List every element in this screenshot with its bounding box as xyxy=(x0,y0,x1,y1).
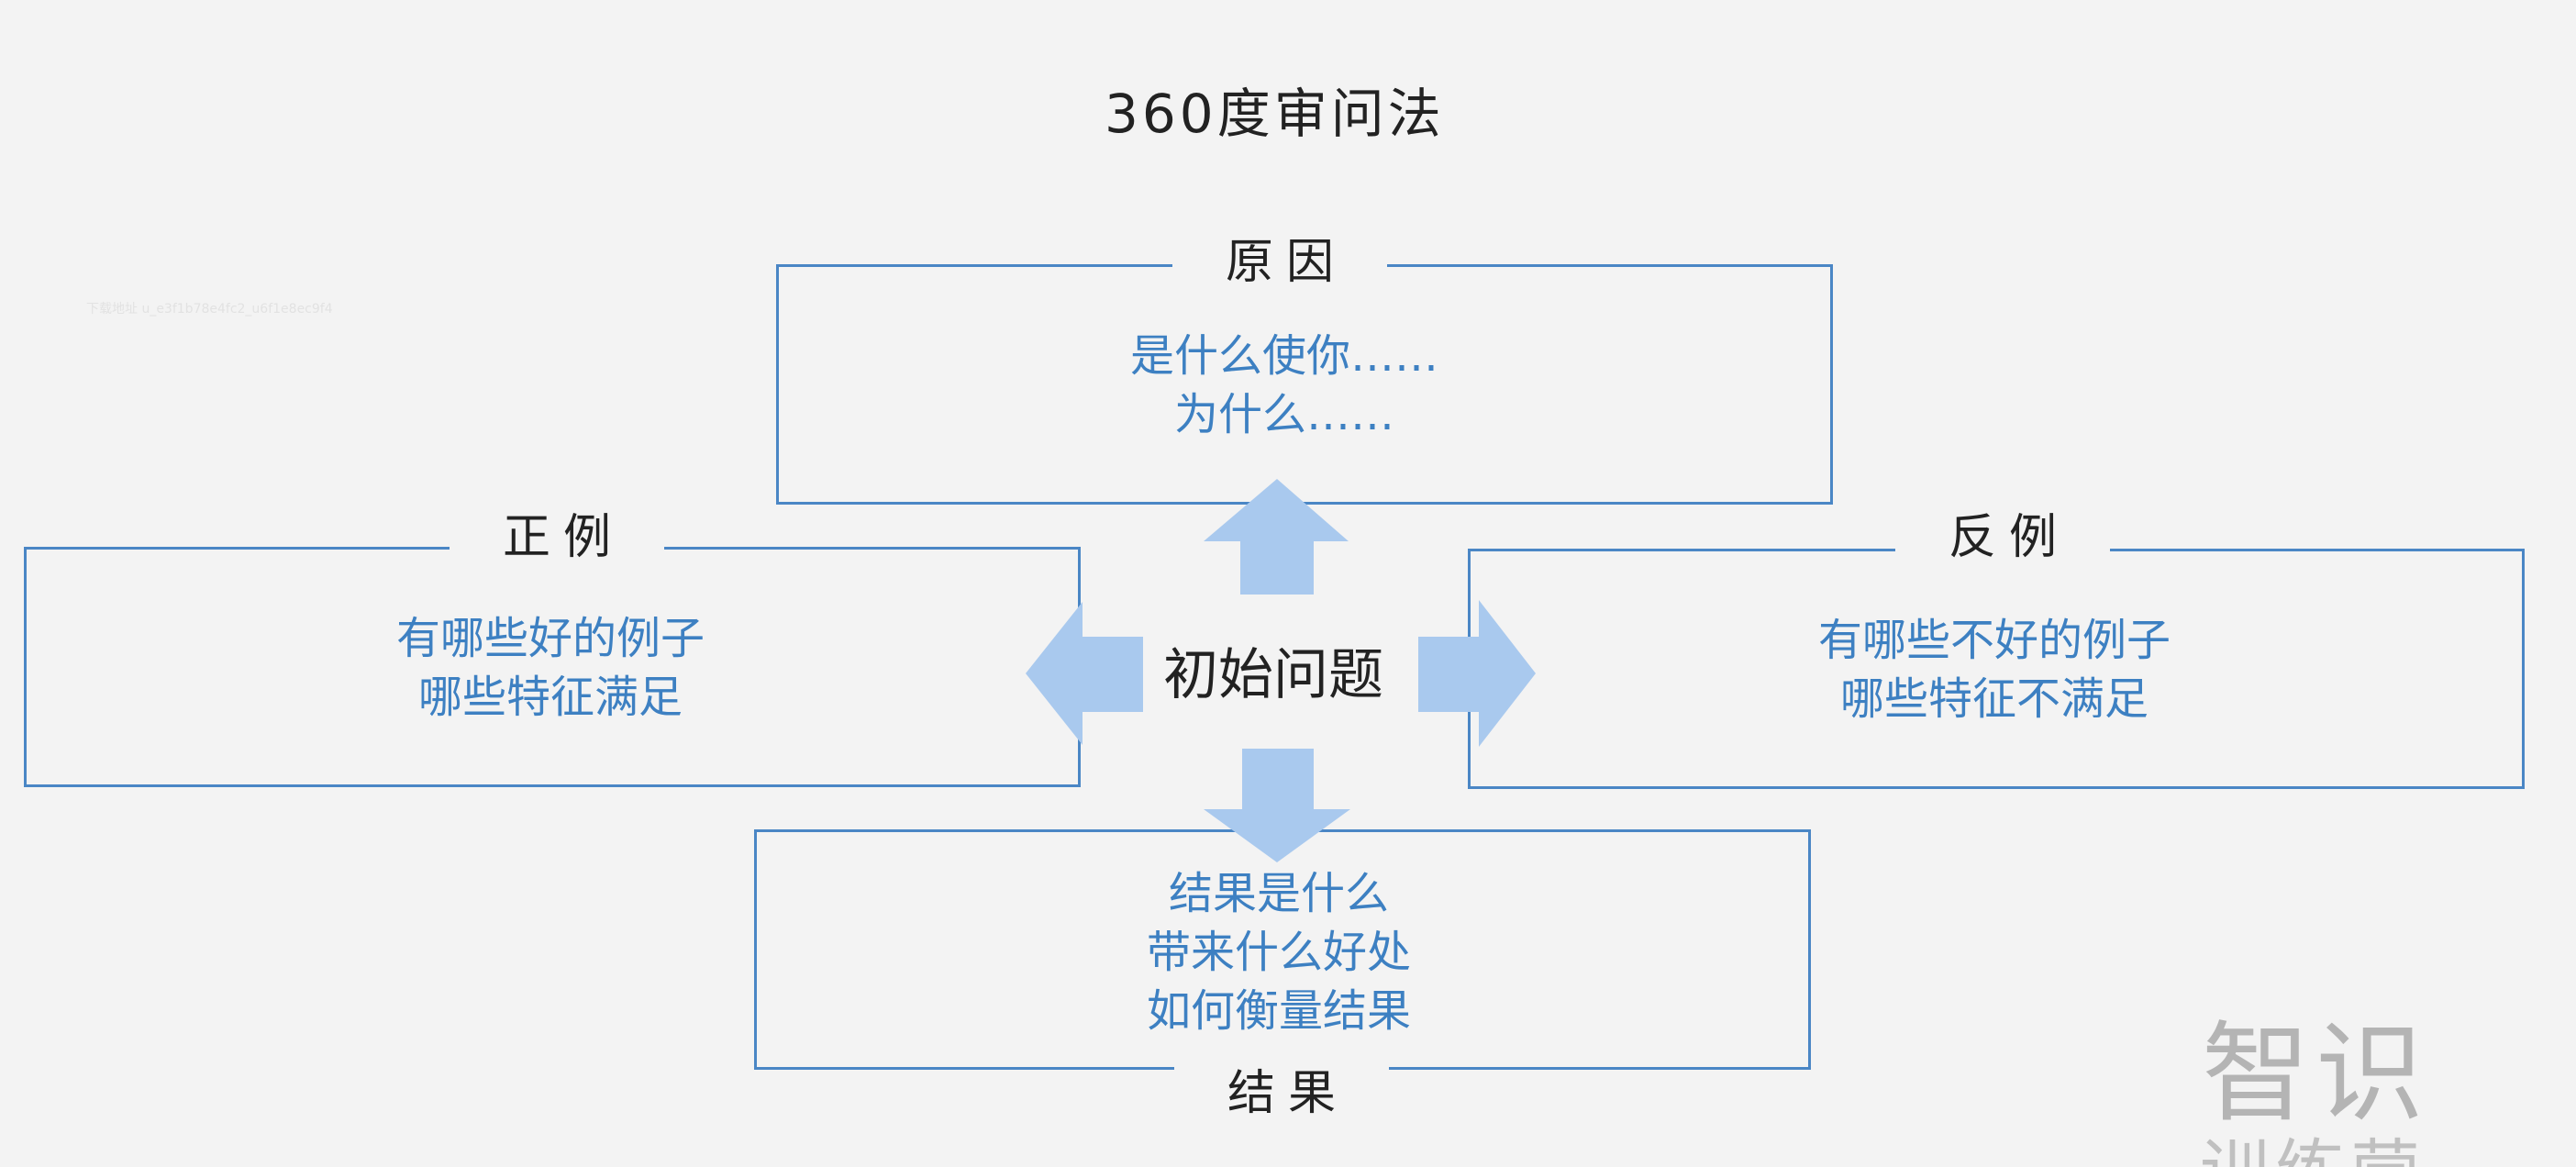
arrow-right-shape xyxy=(1418,600,1536,747)
positive-example-box-label: 正例 xyxy=(450,508,664,567)
result-line-3: 如何衡量结果 xyxy=(1146,985,1411,1037)
arrow-down-shape xyxy=(1204,749,1350,862)
brand-logo: 智识 xyxy=(2202,1010,2430,1137)
negative-example-box-text: 有哪些不好的例子 哪些特征不满足 xyxy=(1719,611,2270,728)
negative-line-1: 有哪些不好的例子 xyxy=(1817,615,2171,666)
brand-logo-sub: 训练营 xyxy=(2200,1136,2426,1167)
negative-example-box-label: 反例 xyxy=(1895,508,2110,567)
reason-line-2: 为什么…… xyxy=(1173,389,1394,440)
arrow-left-shape xyxy=(1026,602,1143,745)
negative-line-2: 哪些特征不满足 xyxy=(1839,673,2149,725)
reason-line-1: 是什么使你…… xyxy=(1129,330,1438,382)
result-box-text: 结果是什么 带来什么好处 如何衡量结果 xyxy=(1040,864,1517,1040)
reason-box-text: 是什么使你…… 为什么…… xyxy=(1037,327,1532,444)
watermark-text: 下载地址 u_e3f1b78e4fc2_u6f1e8ec9f4 xyxy=(86,302,333,317)
result-line-1: 结果是什么 xyxy=(1168,868,1389,919)
result-line-2: 带来什么好处 xyxy=(1146,927,1411,978)
result-box-label: 结果 xyxy=(1174,1064,1389,1123)
reason-box-label: 原因 xyxy=(1172,233,1387,292)
arrow-up-shape xyxy=(1204,479,1349,595)
positive-line-2: 哪些特征满足 xyxy=(417,672,683,723)
diagram-title: 360度审问法 xyxy=(1105,83,1445,145)
positive-example-box-text: 有哪些好的例子 哪些特征满足 xyxy=(275,609,826,727)
initial-question: 初始问题 xyxy=(1163,643,1383,707)
positive-line-1: 有哪些好的例子 xyxy=(395,613,705,664)
